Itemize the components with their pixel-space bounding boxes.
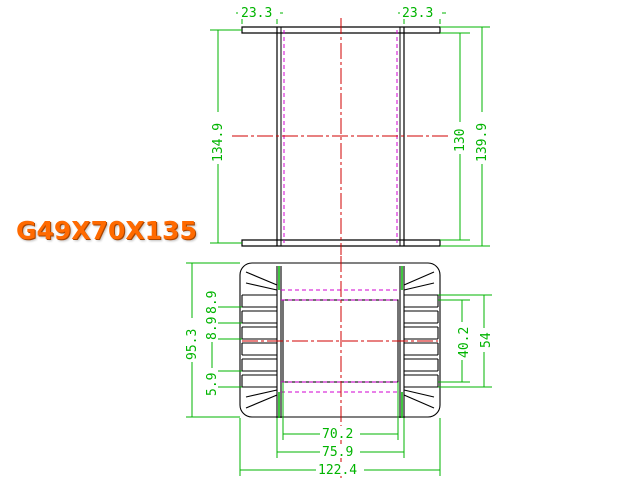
dim-right-flange: 23.3 (402, 6, 433, 21)
dim-left-flange: 23.3 (241, 6, 272, 21)
dim-inner-width: 70.2 (322, 427, 353, 442)
dim-slot-lower: 5.9 (205, 373, 220, 396)
dim-overall-height: 95.3 (185, 329, 200, 360)
bottom-view (239, 262, 441, 418)
top-view-dimensions (210, 6, 490, 247)
bottom-view-details (242, 256, 438, 478)
outer-body (239, 262, 441, 418)
top-view-dim-labels: 23.3 23.3 134.9 130 139.9 (210, 5, 490, 164)
dim-outer-130: 130 (453, 129, 468, 152)
bottom-view-dim-labels: 95.3 8.9 8.9 5.9 40.2 54 70.2 75.9 122.4 (184, 290, 494, 478)
top-view (232, 18, 450, 255)
dim-core-width: 40.2 (457, 327, 472, 358)
dim-overall-width: 122.4 (318, 463, 357, 478)
dim-slot-upper: 8.9 (205, 291, 220, 314)
dim-outer-139: 139.9 (475, 123, 490, 162)
dim-mid-width: 75.9 (322, 445, 353, 460)
dim-inner-height: 134.9 (211, 123, 226, 162)
part-number-label: G49X70X135 (16, 216, 197, 245)
dim-slot-mid: 8.9 (205, 317, 220, 340)
dim-right-height: 54 (479, 332, 494, 348)
